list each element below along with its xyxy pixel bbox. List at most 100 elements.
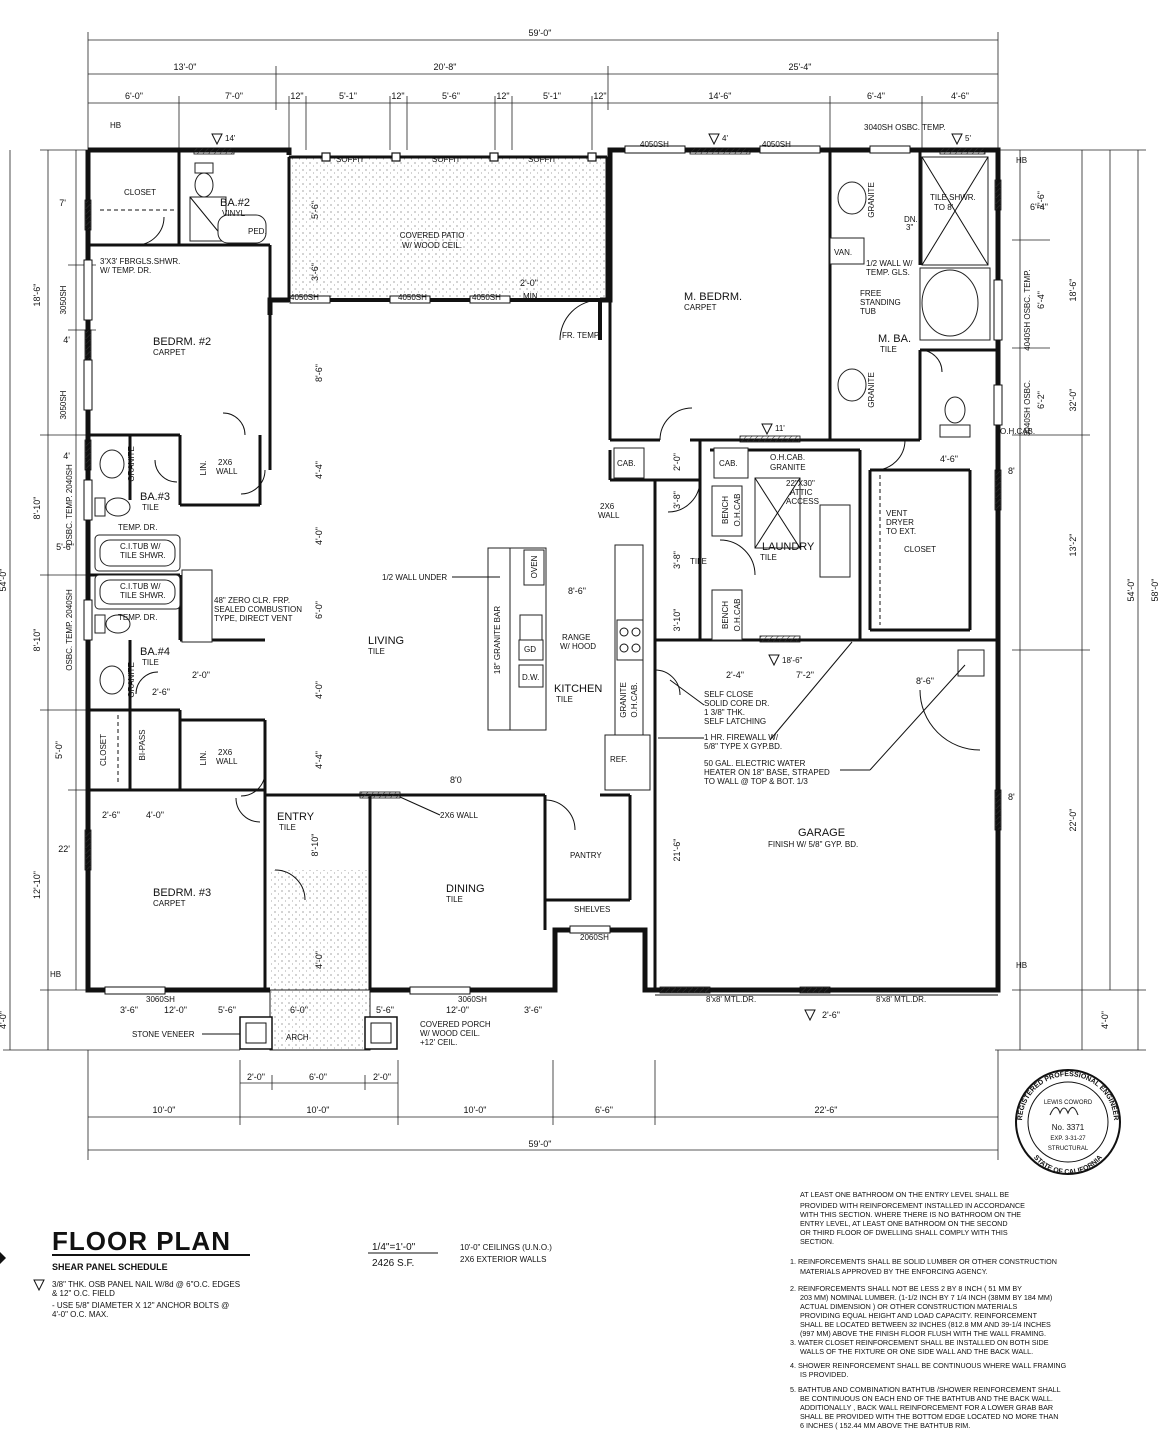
- dim-top-sub: 12": [391, 91, 404, 101]
- label-attic-3: ACCESS: [786, 497, 819, 506]
- dim-interior: 6'-0": [290, 1005, 308, 1015]
- engineer-seal: REGISTERED PROFESSIONAL ENGINEER STATE O…: [1015, 1069, 1121, 1176]
- label-master-bedroom-floor: CARPET: [684, 303, 717, 312]
- dim-interior: 2'-0": [672, 453, 682, 471]
- label-mba-ohcab: O.H.CAB.: [1000, 427, 1035, 436]
- label-master-bedroom: M. BEDRM.: [684, 291, 742, 303]
- note-5: BE CONTINUOUS ON EACH END OF THE BATHTUB…: [800, 1394, 1053, 1403]
- dim-interior: 4'-0": [314, 951, 324, 969]
- callout-self-close-2: SOLID CORE DR.: [704, 699, 769, 708]
- label-garage-door-2: 8'x8' MTL.DR.: [876, 995, 926, 1004]
- callout-self-close: SELF CLOSE: [704, 690, 753, 699]
- label-bench-1: BENCH: [721, 496, 730, 524]
- dim-porch-2: 6'-0": [309, 1072, 327, 1082]
- label-laundry: LAUNDRY: [762, 541, 815, 553]
- top-dimensions: 59'-0" 13'-0" 20'-8" 25'-4" 6'-0" 7'-0" …: [87, 28, 999, 150]
- label-ba3-floor: TILE: [142, 503, 159, 512]
- label-closet-1: CLOSET: [124, 188, 156, 197]
- title-block: FLOOR PLAN SHEAR PANEL SCHEDULE 1/4"=1'-…: [0, 1226, 552, 1319]
- note-5: 6 INCHES ( 152.44 MM ABOVE THE BATHTUB R…: [800, 1421, 970, 1430]
- dim-right-inner: 6'-4": [1030, 202, 1048, 212]
- label-citub-2: C.I.TUB W/: [120, 582, 161, 591]
- label-vanity: VAN.: [834, 248, 852, 257]
- schedule-line-2: & 12" O.C. FIELD: [52, 1289, 115, 1298]
- dim-interior: 7'-2": [796, 670, 814, 680]
- label-garage: GARAGE: [798, 827, 845, 839]
- label-gd: GD: [524, 645, 536, 654]
- dim-left-inner: 22': [58, 844, 70, 854]
- label-fireplace-3: TYPE, DIRECT VENT: [214, 614, 293, 623]
- label-tempdr-3: TEMP. DR.: [118, 523, 157, 532]
- seal-exp: EXP. 3-31-27: [1050, 1136, 1086, 1142]
- dim-right-inner: 6'-2": [1036, 391, 1046, 409]
- label-linen-2: LIN.: [199, 751, 208, 766]
- plan-walls: [83, 145, 1003, 1051]
- dim-right-inner: 6'-4": [1036, 291, 1046, 309]
- note-5: 5. BATHTUB AND COMBINATION BATHTUB /SHOW…: [790, 1385, 1061, 1394]
- shear-mark: 11': [775, 424, 785, 433]
- interior-dimensions: 5'-6" 3'-6" 8'-6" 4'-4" 4'-0" 6'-0" 4'-0…: [102, 201, 958, 1020]
- dim-interior: 2'-6": [152, 687, 170, 697]
- note-intro: PROVIDED WITH REINFORCEMENT INSTALLED IN…: [800, 1201, 1025, 1210]
- win-left-4: OSBC. TEMP. 2040SH: [65, 589, 74, 671]
- dim-right-far-2: 58'-0": [1150, 579, 1160, 602]
- label-win-patio-3: 4050SH: [472, 293, 501, 302]
- note-intro: SECTION.: [800, 1237, 834, 1246]
- win-left-2: 3050SH: [59, 390, 68, 419]
- note-intro: AT LEAST ONE BATHROOM ON THE ENTRY LEVEL…: [800, 1190, 1009, 1199]
- win-right-1: 4040SH OSBC. TEMP.: [1023, 269, 1032, 351]
- win-left-1: 3050SH: [59, 285, 68, 314]
- label-dining-floor: TILE: [446, 895, 463, 904]
- dim-interior: 4'-0": [314, 681, 324, 699]
- dim-right-4: 22'-0": [1068, 809, 1078, 832]
- label-soffit-3: SOFFIT: [528, 155, 557, 164]
- label-granite-m1: GRANITE: [867, 182, 876, 218]
- dim-interior: 21'-6": [672, 839, 682, 862]
- label-bedrm-3: BEDRM. #3: [153, 887, 211, 899]
- label-hose-bib-4: HB: [1016, 961, 1027, 970]
- label-tile-shower: TILE SHWR.: [930, 193, 976, 202]
- callout-water-heater: 50 GAL. ELECTRIC WATER: [704, 759, 806, 768]
- label-fireplace-2: SEALED COMBUSTION: [214, 605, 302, 614]
- dim-top-seg-3: 25'-4": [789, 62, 812, 72]
- label-soffit-2: SOFFIT: [432, 155, 461, 164]
- dim-right-3: 13'-2": [1068, 534, 1078, 557]
- note-2: ACTUAL DIMENSION ) OR OTHER CONSTRUCTION…: [800, 1302, 1017, 1311]
- label-2x6-wall-dining: 2X6 WALL: [440, 811, 478, 820]
- label-hose-bib-1: HB: [110, 121, 121, 130]
- label-covered-patio-2: W/ WOOD CEIL.: [402, 241, 462, 250]
- dim-top-seg-1: 13'-0": [174, 62, 197, 72]
- dim-interior: 3'-6": [524, 1005, 542, 1015]
- label-master-closet: CLOSET: [904, 545, 936, 554]
- label-soffit-1: SOFFIT: [336, 155, 365, 164]
- dim-right-inner: 7'-6": [1036, 191, 1046, 209]
- dim-interior: 3'-6": [120, 1005, 138, 1015]
- note-2: PROVIDING EQUAL HEIGHT AND LOAD CAPACITY…: [800, 1311, 1038, 1320]
- dim-top-seg-2: 20'-8": [434, 62, 457, 72]
- dim-interior: 8'0: [450, 775, 462, 785]
- dim-top-sub: 6'-0": [125, 91, 143, 101]
- dim-top-sub: 5'-1": [543, 91, 561, 101]
- note-4: 4. SHOWER REINFORCEMENT SHALL BE CONTINU…: [790, 1361, 1067, 1370]
- dim-interior: 4'-0": [314, 527, 324, 545]
- label-free-tub-2: STANDING: [860, 298, 901, 307]
- label-step-down-height: 3": [906, 223, 913, 232]
- right-dimensions: 18'-6" 32'-0" 13'-2" 22'-0" 4'-0" 54'-0"…: [995, 149, 1160, 1051]
- dim-interior: 3'-6": [310, 263, 320, 281]
- label-kitchen: KITCHEN: [554, 683, 602, 695]
- covered-porch-area: [269, 989, 371, 1051]
- label-step-down: DN.: [904, 215, 918, 224]
- dim-interior: 8'-6": [568, 586, 586, 596]
- note-1: MATERIALS APPROVED BY THE ENFORCING AGEN…: [800, 1267, 988, 1276]
- label-tile-l: TILE: [690, 557, 707, 566]
- note-3: 3. WATER CLOSET REINFORCEMENT SHALL BE I…: [790, 1338, 1049, 1347]
- label-win-patio-2: 4050SH: [398, 293, 427, 302]
- dim-left-inner: 5'-6": [56, 542, 74, 552]
- room-labels: CLOSET BA.#2 VINYL PED. 3'X3' FBRGLS.SHW…: [50, 121, 1035, 1047]
- dim-interior: 2'-6": [102, 810, 120, 820]
- dim-left-inner: 4': [63, 451, 70, 461]
- dim-interior: 4'-4": [314, 751, 324, 769]
- dim-right-5: 4'-0": [1100, 1011, 1110, 1029]
- dim-interior: 5'-6": [218, 1005, 236, 1015]
- label-win-m-2: 4050SH: [762, 140, 791, 149]
